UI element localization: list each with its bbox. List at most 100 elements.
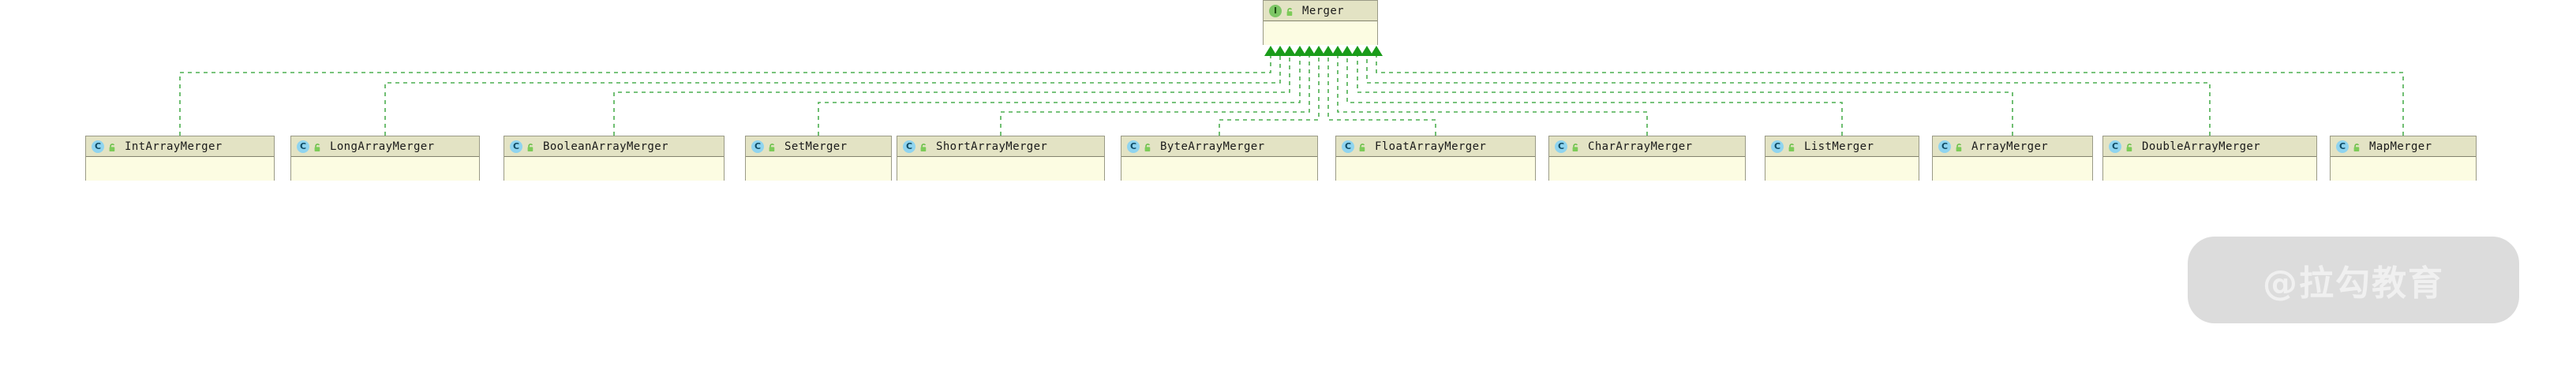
class-icon: C bbox=[92, 140, 104, 153]
node-title: MapMerger bbox=[2369, 140, 2432, 153]
node-title: Merger bbox=[1302, 4, 1344, 17]
node-body bbox=[2331, 157, 2476, 181]
node-header: C LongArrayMerger bbox=[291, 136, 479, 157]
node-body bbox=[1549, 157, 1745, 181]
node-header: C ListMerger bbox=[1765, 136, 1919, 157]
node-title: ShortArrayMerger bbox=[936, 140, 1048, 153]
unlocked-icon bbox=[767, 141, 777, 152]
arrowhead-ShortArrayMerger bbox=[1303, 46, 1316, 56]
class-icon: C bbox=[2336, 140, 2349, 153]
node-title: SetMerger bbox=[784, 140, 848, 153]
node-header: C DoubleArrayMerger bbox=[2103, 136, 2316, 157]
class-icon: C bbox=[510, 140, 522, 153]
node-body bbox=[86, 157, 274, 181]
uml-node-IntArrayMerger[interactable]: C IntArrayMerger bbox=[85, 136, 275, 181]
edge-DoubleArrayMerger bbox=[1366, 55, 2211, 136]
unlocked-icon bbox=[1954, 141, 1964, 152]
unlocked-icon bbox=[313, 141, 323, 152]
interface-icon: I bbox=[1269, 4, 1282, 17]
uml-node-ShortArrayMerger[interactable]: C ShortArrayMerger bbox=[897, 136, 1105, 181]
uml-node-FloatArrayMerger[interactable]: C FloatArrayMerger bbox=[1335, 136, 1536, 181]
arrowhead-ArrayMerger bbox=[1351, 46, 1364, 56]
node-title: ByteArrayMerger bbox=[1160, 140, 1265, 153]
edge-IntArrayMerger bbox=[179, 55, 1271, 136]
uml-node-BooleanArrayMerger[interactable]: C BooleanArrayMerger bbox=[504, 136, 724, 181]
unlocked-icon bbox=[2125, 141, 2135, 152]
edge-ByteArrayMerger bbox=[1219, 55, 1320, 136]
node-title: LongArrayMerger bbox=[330, 140, 435, 153]
node-body bbox=[1765, 157, 1919, 181]
class-icon: C bbox=[297, 140, 309, 153]
edge-ShortArrayMerger bbox=[1000, 55, 1310, 136]
edge-ArrayMerger bbox=[1357, 55, 2013, 136]
arrowhead-BooleanArrayMerger bbox=[1283, 46, 1296, 56]
node-body bbox=[1933, 157, 2092, 181]
node-title: ArrayMerger bbox=[1971, 140, 2049, 153]
node-header: C IntArrayMerger bbox=[86, 136, 274, 157]
edge-ListMerger bbox=[1346, 55, 1843, 136]
unlocked-icon bbox=[1143, 141, 1153, 152]
node-title: BooleanArrayMerger bbox=[543, 140, 668, 153]
class-icon: C bbox=[1771, 140, 1784, 153]
arrowhead-FloatArrayMerger bbox=[1322, 46, 1335, 56]
uml-node-LongArrayMerger[interactable]: C LongArrayMerger bbox=[290, 136, 480, 181]
class-icon: C bbox=[2109, 140, 2121, 153]
node-header: C SetMerger bbox=[746, 136, 891, 157]
node-body bbox=[1264, 21, 1377, 45]
node-header: C ByteArrayMerger bbox=[1121, 136, 1317, 157]
node-header: C ShortArrayMerger bbox=[897, 136, 1104, 157]
arrowhead-LongArrayMerger bbox=[1274, 46, 1286, 56]
node-body bbox=[1336, 157, 1535, 181]
arrowhead-IntArrayMerger bbox=[1264, 46, 1277, 56]
node-title: FloatArrayMerger bbox=[1375, 140, 1487, 153]
class-icon: C bbox=[751, 140, 764, 153]
node-header: C ArrayMerger bbox=[1933, 136, 2092, 157]
node-body bbox=[504, 157, 724, 181]
node-header: C MapMerger bbox=[2331, 136, 2476, 157]
unlocked-icon bbox=[919, 141, 929, 152]
edge-FloatArrayMerger bbox=[1327, 55, 1436, 136]
arrowhead-DoubleArrayMerger bbox=[1361, 46, 1373, 56]
node-title: ListMerger bbox=[1804, 140, 1874, 153]
node-body bbox=[897, 157, 1104, 181]
arrowhead-SetMerger bbox=[1294, 46, 1306, 56]
class-icon: C bbox=[1127, 140, 1140, 153]
unlocked-icon bbox=[2352, 141, 2362, 152]
uml-node-SetMerger[interactable]: C SetMerger bbox=[745, 136, 892, 181]
arrowhead-CharArrayMerger bbox=[1331, 46, 1344, 56]
unlocked-icon bbox=[1285, 6, 1295, 17]
node-header: C BooleanArrayMerger bbox=[504, 136, 724, 157]
node-body bbox=[2103, 157, 2316, 181]
uml-node-CharArrayMerger[interactable]: C CharArrayMerger bbox=[1548, 136, 1746, 181]
class-icon: C bbox=[1938, 140, 1951, 153]
uml-node-ListMerger[interactable]: C ListMerger bbox=[1765, 136, 1919, 181]
node-title: CharArrayMerger bbox=[1588, 140, 1693, 153]
node-title: DoubleArrayMerger bbox=[2142, 140, 2261, 153]
unlocked-icon bbox=[1787, 141, 1797, 152]
node-header: I Merger bbox=[1264, 1, 1377, 21]
unlocked-icon bbox=[1357, 141, 1368, 152]
uml-node-ByteArrayMerger[interactable]: C ByteArrayMerger bbox=[1121, 136, 1318, 181]
uml-node-DoubleArrayMerger[interactable]: C DoubleArrayMerger bbox=[2102, 136, 2317, 181]
edge-CharArrayMerger bbox=[1337, 55, 1648, 136]
class-icon: C bbox=[1342, 140, 1354, 153]
edge-MapMerger bbox=[1376, 55, 2404, 136]
class-icon: C bbox=[1555, 140, 1567, 153]
watermark: @拉勾教育 bbox=[2188, 237, 2519, 323]
arrowhead-ByteArrayMerger bbox=[1312, 46, 1325, 56]
class-icon: C bbox=[903, 140, 915, 153]
edge-SetMerger bbox=[818, 55, 1301, 136]
node-body bbox=[746, 157, 891, 181]
unlocked-icon bbox=[526, 141, 536, 152]
node-header: C CharArrayMerger bbox=[1549, 136, 1745, 157]
node-title: IntArrayMerger bbox=[125, 140, 223, 153]
edge-LongArrayMerger bbox=[384, 55, 1281, 136]
node-header: C FloatArrayMerger bbox=[1336, 136, 1535, 157]
uml-node-root-Merger[interactable]: I Merger bbox=[1263, 0, 1378, 45]
node-body bbox=[1121, 157, 1317, 181]
arrowhead-ListMerger bbox=[1341, 46, 1354, 56]
uml-node-MapMerger[interactable]: C MapMerger bbox=[2330, 136, 2477, 181]
uml-node-ArrayMerger[interactable]: C ArrayMerger bbox=[1932, 136, 2093, 181]
